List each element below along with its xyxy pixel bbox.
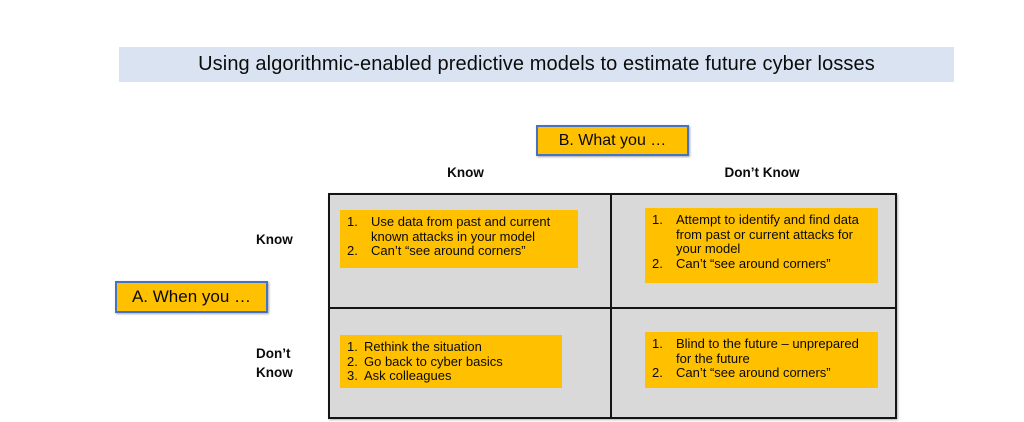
column-header-dont-know: Don’t Know [724, 165, 800, 180]
list-item: 2.Can’t “see around corners” [652, 365, 831, 381]
top-axis-label: B. What you … [536, 125, 689, 156]
cell-know-know: 1.Use data from past and current known a… [340, 210, 578, 268]
quadrant-matrix: 1.Use data from past and current known a… [328, 193, 897, 419]
cell-dont-know-dont-know: 1.Blind to the future – unprepared for t… [645, 332, 878, 388]
list-item: 1.Rethink the situation [347, 339, 482, 354]
list-item: 1.Attempt to identify and find data from… [652, 212, 859, 257]
row-header-know: Know [256, 232, 293, 247]
list-item: 2.Can’t “see around corners” [347, 243, 526, 259]
cell-know-dont-know: 1.Attempt to identify and find data from… [645, 208, 878, 283]
matrix-horizontal-divider [330, 307, 895, 309]
list-item: 2.Go back to cyber basics [347, 353, 503, 369]
list-item: 2.Can’t “see around corners” [652, 255, 831, 271]
row-header-dont-know: Don’t Know [256, 346, 293, 380]
matrix-vertical-divider [610, 195, 612, 417]
slide-title: Using algorithmic-enabled predictive mod… [119, 47, 954, 82]
column-header-know: Know [447, 165, 484, 180]
list-item: 3.Ask colleagues [347, 368, 452, 384]
list-item: 1.Use data from past and current known a… [347, 214, 551, 244]
list-item: 1.Blind to the future – unprepared for t… [652, 336, 859, 366]
left-axis-label: A. When you … [115, 281, 268, 313]
